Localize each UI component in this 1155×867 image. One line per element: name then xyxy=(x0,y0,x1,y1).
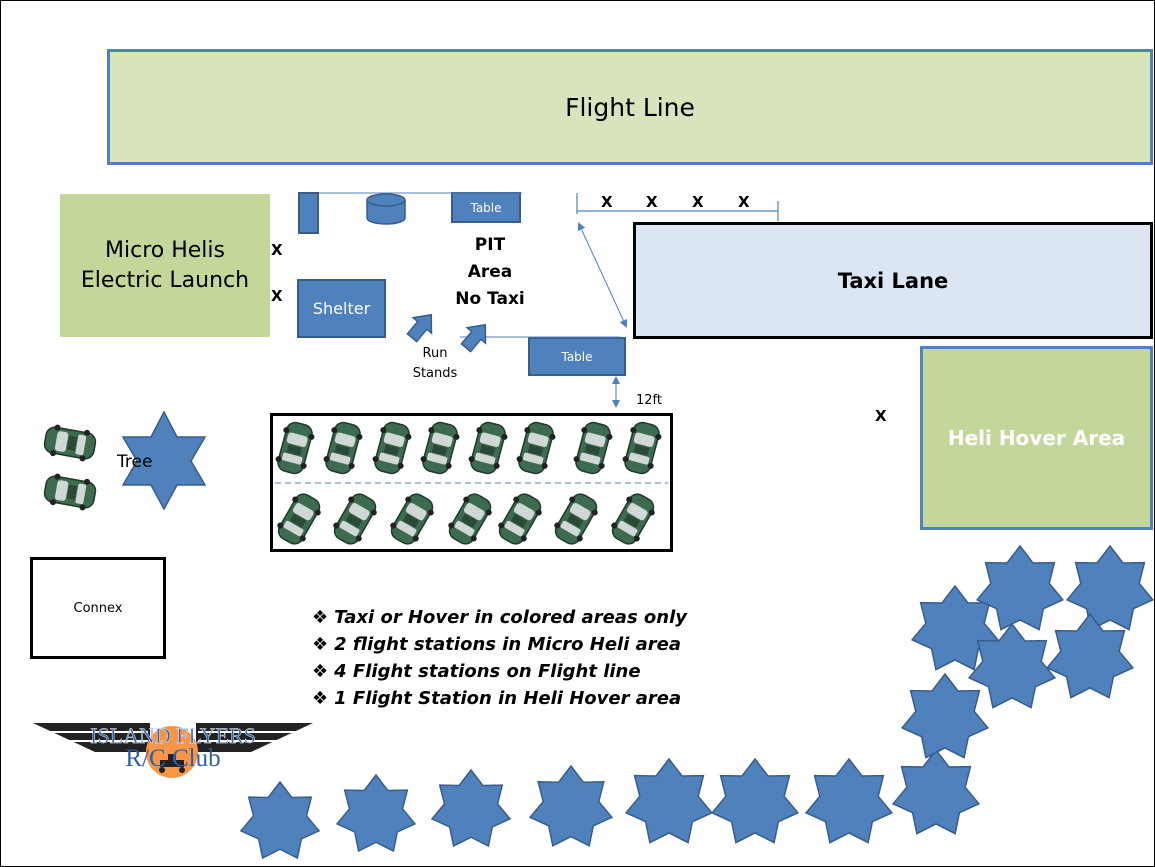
micro-helis-area: Micro Helis Electric Launch xyxy=(60,194,270,337)
star-tree-icon xyxy=(967,622,1057,709)
note-bullet-icon: ❖ xyxy=(312,607,329,628)
station-marker: X xyxy=(271,241,283,259)
note-text: 1 Flight Station in Heli Hover area xyxy=(334,688,682,709)
note-bullet-icon: ❖ xyxy=(312,634,329,655)
star-tree-icon xyxy=(1065,544,1155,631)
car-icon xyxy=(605,488,661,550)
pit-line-2: Area xyxy=(467,262,513,282)
car-icon xyxy=(41,471,99,513)
shelter-label: Shelter xyxy=(312,299,371,318)
car-icon xyxy=(442,488,498,550)
station-marker: X xyxy=(875,407,887,425)
table-bottom-label: Table xyxy=(561,349,593,364)
station-marker: X xyxy=(692,193,704,211)
star-tree-icon xyxy=(624,757,714,844)
distance-label: 12ft xyxy=(636,393,662,408)
shelter: Shelter xyxy=(297,279,386,338)
star-tree-icon xyxy=(910,584,1000,671)
star-tree-icon xyxy=(335,773,417,853)
taxi-path-arrow xyxy=(577,222,628,328)
star-tree-icon xyxy=(121,410,207,511)
note-text: Taxi or Hover in colored areas only xyxy=(334,607,688,628)
car-icon xyxy=(41,422,99,464)
star-tree-icon xyxy=(891,748,981,835)
barrel-icon xyxy=(366,193,406,225)
tree-label: Tree xyxy=(117,452,153,472)
up-arrow-icon xyxy=(406,313,433,343)
run-stands-label: Run Stands xyxy=(405,344,465,384)
logo-text-2: R/C Club xyxy=(125,745,220,772)
note-bullet-icon: ❖ xyxy=(312,661,329,682)
club-logo: ISLAND FLYERS R/C Club xyxy=(33,723,313,778)
star-tree-icon xyxy=(900,672,990,759)
run-stands-line-2: Stands xyxy=(412,366,458,381)
note-text: 2 flight stations in Micro Heli area xyxy=(334,634,682,655)
station-marker: X xyxy=(601,193,613,211)
table-bottom: Table xyxy=(528,337,626,376)
station-marker: X xyxy=(646,193,658,211)
flight-station-line xyxy=(576,193,779,221)
logo-text-1: ISLAND FLYERS xyxy=(90,723,256,748)
car-icon xyxy=(327,488,383,550)
car-icon xyxy=(417,418,463,478)
note-bullet-icon: ❖ xyxy=(312,688,329,709)
pit-line-1: PIT xyxy=(474,235,506,255)
star-tree-icon xyxy=(528,764,614,847)
note-item: ❖2 flight stations in Micro Heli area xyxy=(312,631,687,658)
car-icon xyxy=(465,418,511,478)
note-item: ❖4 Flight stations on Flight line xyxy=(312,658,687,685)
station-marker: X xyxy=(271,287,283,305)
connex: Connex xyxy=(30,557,166,659)
star-trees xyxy=(239,544,1155,860)
car-icon xyxy=(513,418,559,478)
pit-line-3: No Taxi xyxy=(455,289,525,309)
star-tree-icon xyxy=(1045,612,1135,699)
pit-post xyxy=(298,192,319,234)
star-tree-icon xyxy=(239,780,321,860)
run-stands-line-1: Run xyxy=(422,346,448,361)
car-icon xyxy=(384,488,440,550)
note-item: ❖1 Flight Station in Heli Hover area xyxy=(312,685,687,712)
heli-hover-area: Heli Hover Area xyxy=(920,346,1153,530)
car-icon xyxy=(548,488,604,550)
car-icon xyxy=(320,418,366,478)
notes-list: ❖Taxi or Hover in colored areas only ❖2 … xyxy=(312,604,687,712)
car-icon xyxy=(369,418,415,478)
car-icon xyxy=(570,418,616,478)
car-icon xyxy=(271,488,327,550)
parking-area xyxy=(270,413,673,552)
taxi-lane-label: Taxi Lane xyxy=(837,268,949,293)
micro-helis-label-2: Electric Launch xyxy=(80,267,250,293)
heli-hover-label: Heli Hover Area xyxy=(947,426,1126,450)
micro-helis-label-1: Micro Helis xyxy=(105,237,225,263)
connex-label: Connex xyxy=(73,600,123,616)
star-tree-icon xyxy=(430,768,512,848)
car-icon xyxy=(272,418,318,478)
star-tree-icon xyxy=(710,757,800,844)
flight-line-label: Flight Line xyxy=(565,92,695,122)
station-marker: X xyxy=(738,193,750,211)
taxi-lane-area: Taxi Lane xyxy=(633,222,1153,339)
flight-line-area: Flight Line xyxy=(107,49,1153,165)
note-text: 4 Flight stations on Flight line xyxy=(334,661,641,682)
up-arrow-icon xyxy=(460,323,487,353)
note-item: ❖Taxi or Hover in colored areas only xyxy=(312,604,687,631)
star-tree-icon xyxy=(975,544,1065,631)
table-top-label: Table xyxy=(470,200,502,215)
pit-area-label: PIT Area No Taxi xyxy=(440,232,540,313)
car-icon xyxy=(492,488,548,550)
car-icon xyxy=(619,418,665,478)
star-tree-icon xyxy=(804,757,894,844)
